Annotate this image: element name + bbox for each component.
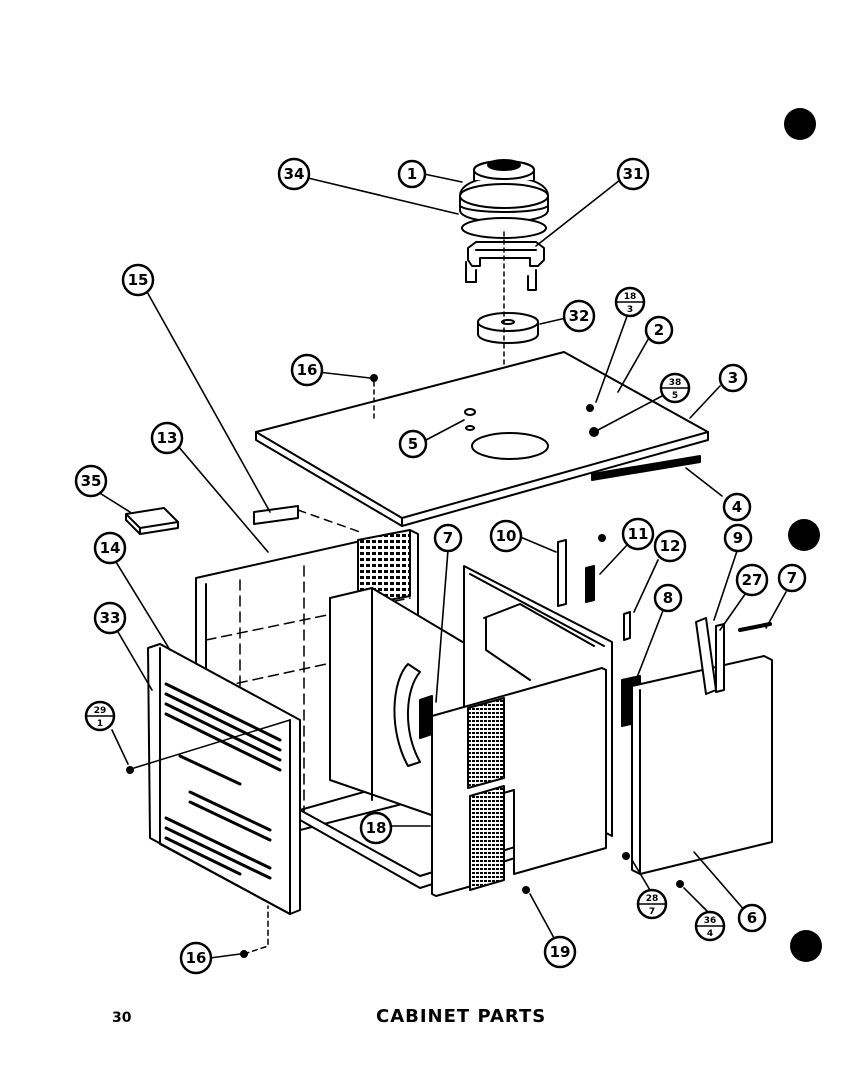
svg-text:8: 8	[663, 589, 673, 607]
svg-text:12: 12	[660, 537, 681, 555]
callouts: 34 1 31 15 32 183 2 16 385 3 5 13 4 35 1…	[74, 157, 807, 975]
callout-36-4: 364	[694, 910, 726, 942]
svg-text:7: 7	[787, 569, 797, 587]
svg-text:18: 18	[624, 292, 637, 302]
svg-text:16: 16	[186, 949, 207, 967]
svg-text:14: 14	[100, 539, 121, 557]
svg-text:13: 13	[157, 429, 178, 447]
front-grille-panel-part	[431, 667, 607, 897]
leader-lines	[97, 173, 787, 959]
svg-text:35: 35	[81, 472, 102, 490]
callout-16-top: 16	[290, 353, 324, 387]
callout-7-right: 7	[777, 563, 807, 593]
post-part-10	[557, 539, 567, 607]
motor-bracket-part	[465, 241, 545, 291]
svg-text:7: 7	[443, 529, 453, 547]
callout-7-left: 7	[433, 523, 463, 553]
bracket-part-12	[623, 611, 631, 641]
callout-3: 3	[718, 363, 748, 393]
callout-18-front: 18	[359, 811, 393, 845]
strip-part	[253, 505, 299, 525]
callout-12: 12	[653, 529, 687, 563]
registration-dot-middle	[788, 519, 820, 551]
callout-35: 35	[74, 464, 108, 498]
callout-14: 14	[93, 531, 127, 565]
svg-text:38: 38	[669, 378, 682, 388]
registration-dot-top	[784, 108, 816, 140]
svg-text:19: 19	[550, 943, 571, 961]
registration-dot-bottom	[790, 930, 822, 962]
callout-18-3: 183	[614, 286, 646, 318]
svg-text:11: 11	[628, 525, 649, 543]
svg-text:3: 3	[627, 305, 633, 315]
callout-32: 32	[562, 299, 596, 333]
callout-1: 1	[397, 159, 427, 189]
page-title: CABINET PARTS	[376, 1006, 547, 1027]
svg-text:4: 4	[707, 929, 713, 939]
svg-text:32: 32	[569, 307, 590, 325]
svg-text:4: 4	[732, 498, 742, 516]
seal-strip-top-right	[738, 622, 772, 632]
svg-text:34: 34	[284, 165, 305, 183]
svg-text:16: 16	[297, 361, 318, 379]
callout-11: 11	[621, 517, 655, 551]
callout-9: 9	[723, 523, 753, 553]
grommet-part	[477, 312, 539, 344]
callout-19: 19	[543, 935, 577, 969]
svg-text:5: 5	[672, 391, 678, 401]
svg-text:27: 27	[742, 571, 763, 589]
svg-text:29: 29	[94, 706, 107, 716]
page-number: 30	[112, 1010, 132, 1026]
svg-text:2: 2	[654, 321, 664, 339]
svg-text:15: 15	[128, 271, 149, 289]
svg-text:3: 3	[728, 369, 738, 387]
front-left-grille-part	[133, 643, 301, 915]
svg-text:18: 18	[366, 819, 387, 837]
bracket-part	[125, 507, 179, 535]
callout-33: 33	[93, 601, 127, 635]
svg-text:36: 36	[704, 916, 717, 926]
svg-text:6: 6	[747, 909, 757, 927]
svg-text:5: 5	[408, 435, 418, 453]
callout-27: 27	[735, 563, 769, 597]
right-side-panel-part	[631, 655, 773, 875]
callout-15: 15	[121, 263, 155, 297]
callout-4: 4	[722, 492, 752, 522]
callout-31: 31	[616, 157, 650, 191]
fan-motor-part	[459, 159, 549, 239]
post-part-27	[715, 623, 725, 693]
callout-28-7: 287	[636, 888, 668, 920]
callout-29-1: 291	[84, 700, 116, 732]
callout-10: 10	[489, 519, 523, 553]
callout-16-bottom: 16	[179, 941, 213, 975]
callout-6: 6	[737, 903, 767, 933]
callout-5: 5	[398, 429, 428, 459]
svg-text:28: 28	[646, 894, 659, 904]
svg-text:9: 9	[733, 529, 743, 547]
top-cover-part	[255, 351, 709, 527]
svg-text:1: 1	[97, 719, 103, 729]
svg-text:10: 10	[496, 527, 517, 545]
callout-38-5: 385	[659, 372, 691, 404]
svg-text:31: 31	[623, 165, 644, 183]
callout-8: 8	[653, 583, 683, 613]
callout-34: 34	[277, 157, 311, 191]
seal-strip-left	[419, 695, 433, 739]
callout-13: 13	[150, 421, 184, 455]
bracket-part-11	[585, 565, 595, 603]
svg-text:1: 1	[407, 165, 417, 183]
svg-text:7: 7	[649, 907, 655, 917]
callout-2: 2	[644, 315, 674, 345]
svg-text:33: 33	[100, 609, 121, 627]
